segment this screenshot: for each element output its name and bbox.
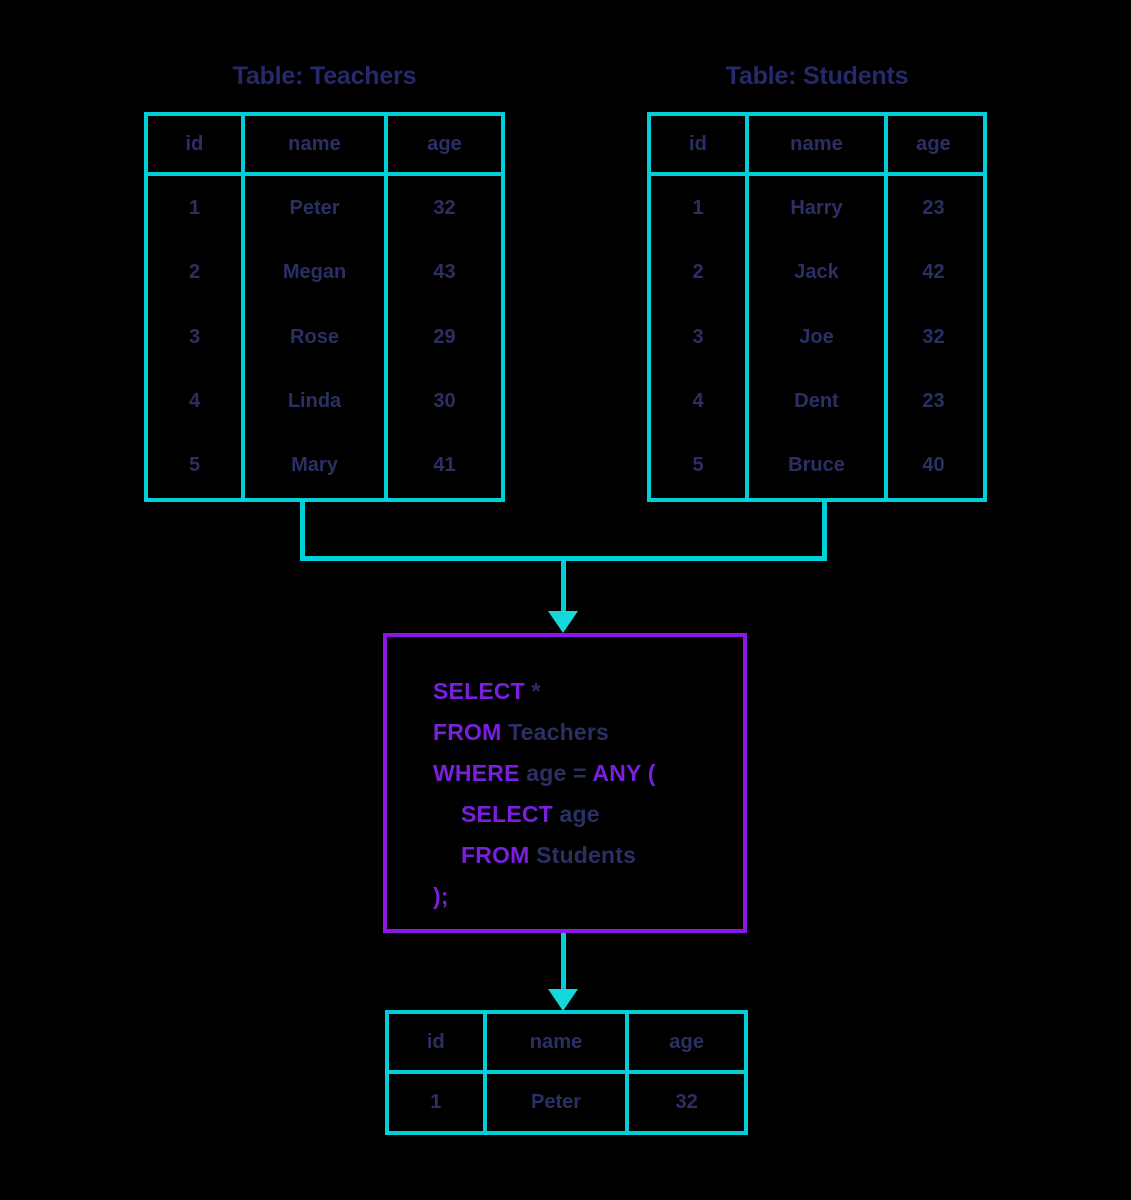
students-col-age: 23 42 32 23 40 [884,176,979,498]
table-cell: 1 [430,1091,442,1113]
sql-identifier: age = [519,760,593,786]
arrow-into-result-icon [548,989,578,1011]
connector-teachers-drop [300,502,305,561]
students-table-title: Table: Students [725,62,909,90]
sql-line-2: FROM Teachers [433,712,743,753]
table-cell: Mary [291,454,338,477]
result-body: 1 Peter 32 [389,1074,744,1131]
table-cell: Joe [799,325,834,348]
sql-identifier: Students [529,842,637,868]
sql-keyword: FROM [461,842,530,868]
sql-identifier: Teachers [501,719,610,745]
table-cell: Dent [794,389,839,412]
sql-keyword: FROM [433,719,502,745]
result-header-id: id [426,1030,445,1053]
teachers-col-age: 32 43 29 30 41 [384,176,501,498]
table-cell: 3 [188,325,201,348]
table-cell: 41 [433,454,456,477]
students-col-name: Harry Jack Joe Dent Bruce [745,176,884,498]
sql-identifier: age [552,801,600,827]
table-cell: 4 [692,389,704,412]
connector-to-query-stem [561,556,566,617]
result-header-row: id name age [389,1014,744,1074]
sql-line-1: SELECT * [433,671,743,712]
result-col-age: 32 [625,1074,744,1131]
teachers-table: id name age 1 2 3 4 5 Peter Megan Rose L… [144,112,505,502]
table-cell: Peter [289,196,340,219]
connector-students-drop [822,502,827,561]
teachers-header-age: age [384,116,501,172]
arrow-into-query-icon [548,611,578,633]
table-cell: 5 [188,454,201,477]
result-col-id: 1 [389,1074,483,1131]
teachers-body: 1 2 3 4 5 Peter Megan Rose Linda Mary 32… [148,176,501,498]
teachers-header-id: id [185,132,204,155]
table-cell: Harry [790,196,843,219]
table-cell: 32 [433,196,456,219]
table-cell: 43 [433,261,456,284]
teachers-col-name: Peter Megan Rose Linda Mary [241,176,384,498]
sql-keyword-any: ANY ( [592,760,656,786]
table-cell: 4 [188,389,201,412]
table-cell: 32 [922,325,945,348]
table-cell: Megan [282,261,347,284]
sql-line-3: WHERE age = ANY ( [433,753,743,794]
result-table: id name age 1 Peter 32 [385,1010,748,1135]
sql-keyword: WHERE [433,760,520,786]
table-cell: Linda [287,389,342,412]
table-cell: 30 [433,389,456,412]
sql-query-box: SELECT * FROM Teachers WHERE age = ANY (… [383,633,747,933]
students-table: id name age 1 2 3 4 5 Harry Jack Joe Den… [647,112,987,502]
result-col-name: Peter [482,1074,626,1131]
table-cell: 29 [433,325,456,348]
students-col-id: 1 2 3 4 5 [651,176,745,498]
students-header-row: id name age [651,116,983,176]
students-body: 1 2 3 4 5 Harry Jack Joe Dent Bruce 23 4… [651,176,983,498]
table-cell: 42 [922,261,945,284]
table-cell: 2 [692,261,704,284]
sql-keyword: SELECT [433,678,525,704]
teachers-header-name: name [241,116,384,172]
table-cell: 23 [922,389,945,412]
students-header-name: name [745,116,884,172]
table-cell: 32 [675,1091,698,1113]
table-cell: Peter [531,1091,582,1113]
table-cell: 5 [692,454,704,477]
connector-to-result-stem [561,933,566,995]
students-header-age: age [884,116,979,172]
teachers-table-title: Table: Teachers [232,62,417,90]
table-cell: 23 [922,196,945,219]
teachers-header-row: id name age [148,116,501,176]
table-cell: 40 [922,454,945,477]
sql-line-6: ); [433,876,743,917]
result-header-age: age [625,1014,744,1070]
table-cell: Rose [290,325,339,348]
table-cell: 1 [692,196,704,219]
sql-keyword: SELECT [461,801,553,827]
sql-close-paren: ); [433,883,449,909]
sql-identifier: * [524,678,541,704]
table-cell: 1 [188,196,201,219]
table-cell: Jack [794,261,839,284]
table-cell: 2 [188,261,201,284]
table-cell: Bruce [788,454,845,477]
result-header-name: name [482,1014,626,1070]
teachers-col-id: 1 2 3 4 5 [148,176,241,498]
students-header-id: id [689,132,707,155]
table-cell: 3 [692,325,704,348]
sql-line-4: SELECT age [433,794,743,835]
sql-line-5: FROM Students [433,835,743,876]
